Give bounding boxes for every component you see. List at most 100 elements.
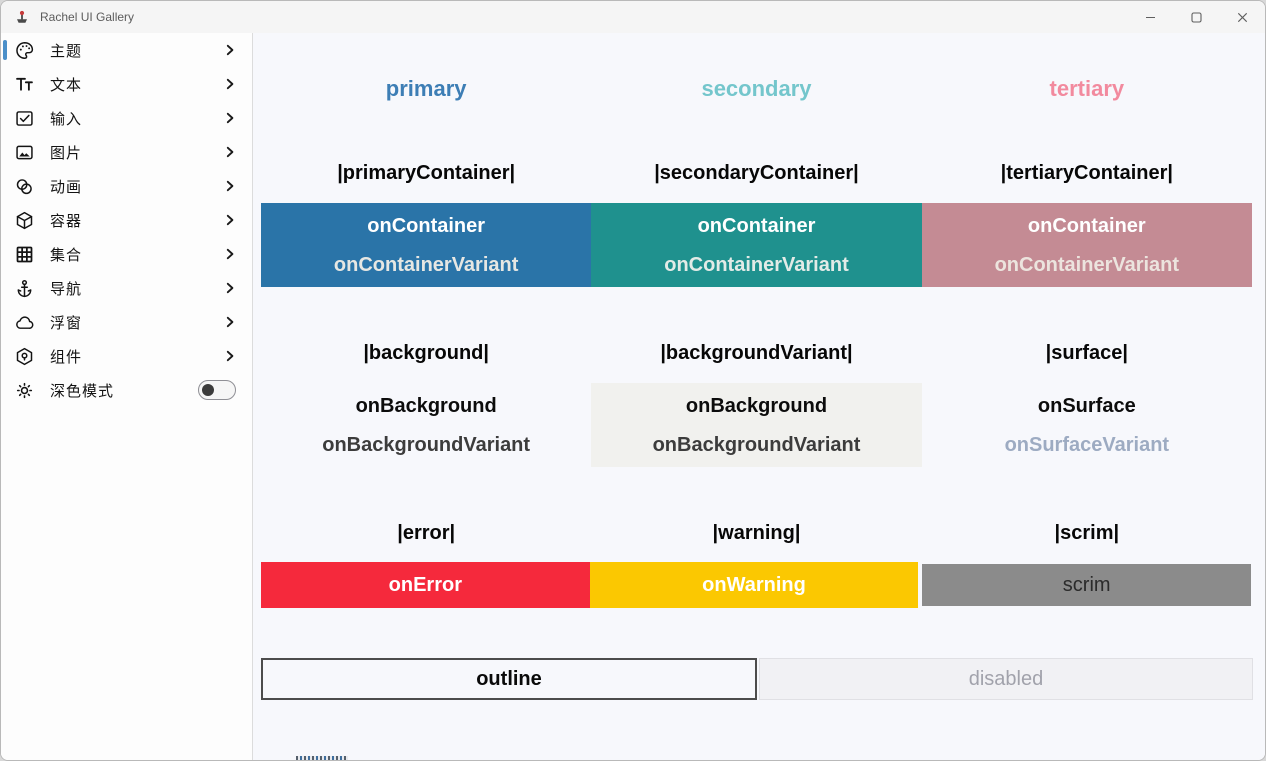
app-icon bbox=[14, 9, 30, 25]
swatch-warning: onWarning bbox=[589, 562, 919, 608]
on-container-variant-text: onContainerVariant bbox=[333, 253, 519, 276]
outline-row: outline disabled bbox=[261, 658, 1253, 700]
label-background: |background| bbox=[363, 342, 489, 364]
swatch-tertiary-container: onContainer onContainerVariant bbox=[921, 203, 1252, 287]
sidebar: 主题 文本 bbox=[1, 33, 253, 760]
collection-grid-icon bbox=[13, 243, 35, 265]
image-icon bbox=[13, 141, 35, 163]
dark-mode-toggle[interactable] bbox=[198, 380, 236, 400]
header-tertiary: tertiary bbox=[1049, 76, 1125, 101]
label-scrim: |scrim| bbox=[1054, 522, 1120, 544]
header-secondary: secondary bbox=[701, 76, 812, 101]
status-label-row: |error| |warning| |scrim| bbox=[261, 520, 1252, 546]
label-surface: |surface| bbox=[1045, 342, 1128, 364]
sidebar-item-label: 主题 bbox=[50, 42, 83, 60]
on-container-text: onContainer bbox=[367, 214, 486, 237]
sidebar-item-animation[interactable]: 动画 bbox=[1, 169, 252, 203]
on-surface-text: onSurface bbox=[1037, 394, 1136, 417]
sidebar-item-label: 动画 bbox=[50, 178, 83, 196]
sidebar-item-label: 组件 bbox=[50, 348, 83, 366]
container-label-row: |primaryContainer| |secondaryContainer| … bbox=[261, 160, 1252, 186]
outline-swatch: outline bbox=[261, 658, 757, 700]
swatch-scrim: scrim bbox=[922, 564, 1252, 606]
label-background-variant: |backgroundVariant| bbox=[660, 342, 853, 364]
label-primary-container: |primaryContainer| bbox=[337, 162, 516, 184]
swatch-background: onBackground onBackgroundVariant bbox=[261, 383, 591, 467]
swatch-surface: onSurface onSurfaceVariant bbox=[922, 383, 1252, 467]
on-container-text: onContainer bbox=[1027, 214, 1146, 237]
background-swatch-row: onBackground onBackgroundVariant onBackg… bbox=[261, 383, 1252, 467]
chevron-right-icon bbox=[224, 214, 236, 226]
sidebar-item-image[interactable]: 图片 bbox=[1, 135, 252, 169]
on-warning-text: onWarning bbox=[702, 573, 806, 596]
text-icon bbox=[13, 73, 35, 95]
header-row: primary secondary tertiary bbox=[261, 75, 1252, 103]
minimize-button[interactable] bbox=[1127, 1, 1173, 33]
on-container-text: onContainer bbox=[697, 214, 816, 237]
container-swatch-row: onContainer onContainerVariant onContain… bbox=[261, 203, 1252, 287]
label-tertiary-container: |tertiaryContainer| bbox=[1000, 162, 1173, 184]
on-container-variant-text: onContainerVariant bbox=[994, 253, 1180, 276]
sidebar-item-label: 浮窗 bbox=[50, 314, 83, 332]
sidebar-item-container[interactable]: 容器 bbox=[1, 203, 252, 237]
component-icon bbox=[13, 345, 35, 367]
swatch-error: onError bbox=[261, 562, 590, 608]
container-cube-icon bbox=[13, 209, 35, 231]
on-background-text: onBackground bbox=[355, 394, 497, 417]
cutoff-content-sliver bbox=[296, 756, 348, 760]
sidebar-item-label: 容器 bbox=[50, 212, 83, 230]
label-warning: |warning| bbox=[712, 522, 801, 544]
cloud-icon bbox=[13, 311, 35, 333]
animation-icon bbox=[13, 175, 35, 197]
sidebar-item-label: 图片 bbox=[50, 144, 83, 162]
chevron-right-icon bbox=[224, 44, 236, 56]
chevron-right-icon bbox=[224, 78, 236, 90]
scrim-text: scrim bbox=[1062, 573, 1111, 596]
sun-icon bbox=[13, 379, 35, 401]
swatch-primary-container: onContainer onContainerVariant bbox=[261, 203, 592, 287]
sidebar-item-label: 输入 bbox=[50, 110, 83, 128]
sidebar-item-label: 集合 bbox=[50, 246, 83, 264]
chevron-right-icon bbox=[224, 248, 236, 260]
status-swatch-row: onError onWarning scrim bbox=[261, 562, 1252, 608]
on-container-variant-text: onContainerVariant bbox=[664, 253, 849, 276]
titlebar: Rachel UI Gallery bbox=[1, 1, 1265, 33]
chevron-right-icon bbox=[224, 350, 236, 362]
chevron-right-icon bbox=[224, 146, 236, 158]
on-background-text: onBackground bbox=[685, 394, 828, 417]
on-error-text: onError bbox=[388, 573, 462, 596]
on-background-variant-text: onBackgroundVariant bbox=[652, 433, 861, 456]
anchor-icon bbox=[13, 277, 35, 299]
sidebar-item-float[interactable]: 浮窗 bbox=[1, 305, 252, 339]
sidebar-item-label: 导航 bbox=[50, 280, 83, 298]
swatch-secondary-container: onContainer onContainerVariant bbox=[591, 203, 922, 287]
maximize-button[interactable] bbox=[1173, 1, 1219, 33]
close-button[interactable] bbox=[1219, 1, 1265, 33]
window-title: Rachel UI Gallery bbox=[40, 10, 135, 24]
chevron-right-icon bbox=[224, 112, 236, 124]
theme-gallery: primary secondary tertiary |primaryConta… bbox=[253, 33, 1265, 760]
palette-icon bbox=[13, 39, 35, 61]
chevron-right-icon bbox=[224, 180, 236, 192]
label-error: |error| bbox=[397, 522, 456, 544]
toggle-knob bbox=[202, 383, 214, 396]
on-background-variant-text: onBackgroundVariant bbox=[322, 433, 531, 456]
input-checkbox-icon bbox=[13, 107, 35, 129]
label-secondary-container: |secondaryContainer| bbox=[654, 162, 859, 184]
sidebar-item-components[interactable]: 组件 bbox=[1, 339, 252, 373]
sidebar-item-input[interactable]: 输入 bbox=[1, 101, 252, 135]
sidebar-item-navigation[interactable]: 导航 bbox=[1, 271, 252, 305]
sidebar-item-theme[interactable]: 主题 bbox=[1, 33, 252, 67]
background-label-row: |background| |backgroundVariant| |surfac… bbox=[261, 340, 1252, 366]
chevron-right-icon bbox=[224, 282, 236, 294]
on-surface-variant-text: onSurfaceVariant bbox=[1004, 433, 1170, 456]
sidebar-item-dark-mode: 深色模式 bbox=[1, 373, 252, 407]
dark-mode-label: 深色模式 bbox=[50, 382, 115, 400]
disabled-swatch: disabled bbox=[759, 658, 1253, 700]
chevron-right-icon bbox=[224, 316, 236, 328]
header-primary: primary bbox=[385, 76, 467, 101]
sidebar-item-collection[interactable]: 集合 bbox=[1, 237, 252, 271]
sidebar-item-text[interactable]: 文本 bbox=[1, 67, 252, 101]
active-indicator bbox=[3, 40, 7, 60]
